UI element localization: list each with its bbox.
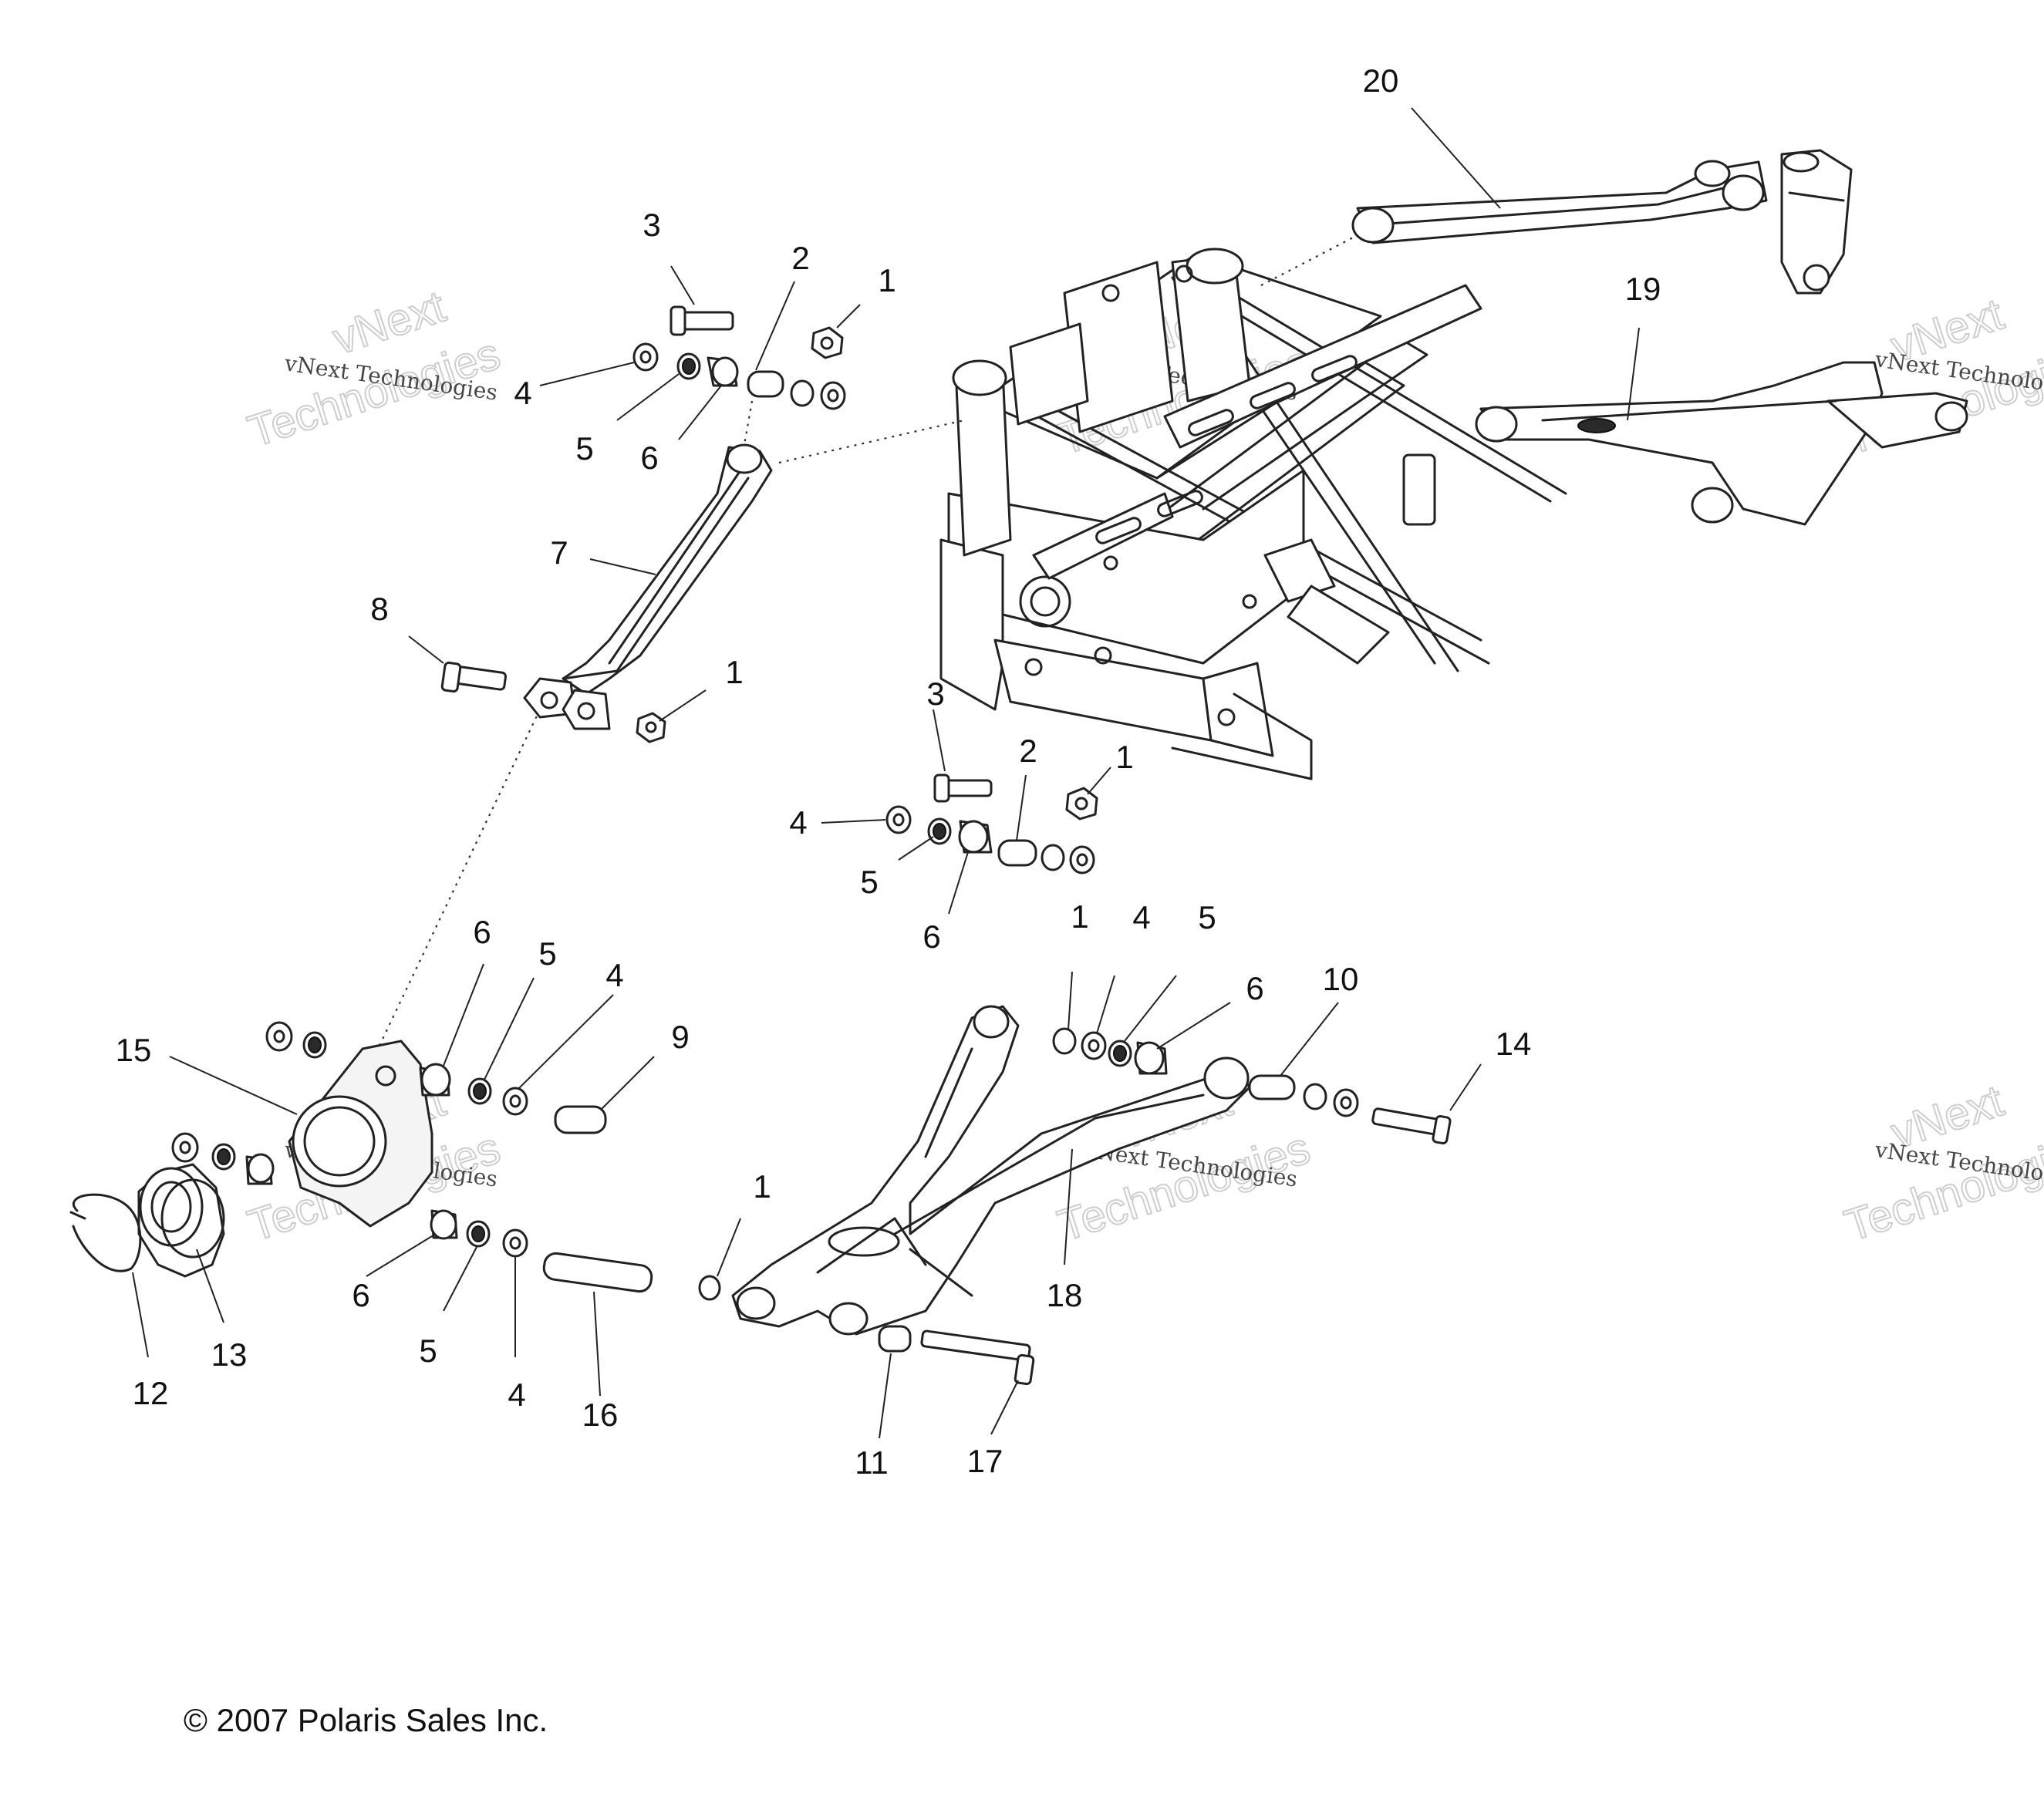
callout-1: 1 [878,262,896,298]
callout-5: 5 [419,1333,437,1369]
callout-5: 5 [1198,899,1216,935]
callout-1: 1 [1115,739,1133,775]
bolt-8 [440,661,508,693]
callout-6: 6 [922,918,940,955]
bearing-13 [137,1163,225,1278]
left-upper-washers [265,1021,607,1134]
callout-14: 14 [1496,1026,1532,1062]
part-20-upper-arm [1351,160,1768,244]
bushing-11 [878,1325,912,1353]
chassis-frame [939,248,1567,780]
callout-1: 1 [1071,898,1088,935]
callout-2: 2 [791,240,809,276]
callout-19: 19 [1625,271,1661,307]
callout-1: 1 [725,654,743,690]
watermark-right-bottom: vNext Technologies vNext Technologies [1838,1075,2044,1252]
callout-12: 12 [133,1375,169,1411]
callout-7: 7 [550,534,568,571]
upper-nut-1a [811,326,844,359]
mid-washers-4b-5b-6b [885,805,1095,874]
callout-15: 15 [116,1032,152,1068]
callout-6: 6 [1246,970,1263,1006]
upper-washers-4a-5a-6a [632,342,846,410]
callout-16: 16 [582,1397,619,1433]
callout-4: 4 [514,375,531,411]
callout-5: 5 [860,864,878,900]
callout-4: 4 [605,957,623,993]
callout-8: 8 [370,591,388,627]
mid-nut-1c [1065,787,1098,821]
callout-6: 6 [640,440,658,476]
upper-bolt-3a [670,305,734,336]
callout-3: 3 [926,676,944,712]
part-15-knuckle [288,1040,433,1228]
watermark-left-top: vNext Technologies vNext Technologies [241,281,507,458]
callout-4: 4 [1132,899,1150,935]
callout-3: 3 [643,207,660,243]
bolt-14 [1371,1107,1452,1145]
callout-5: 5 [538,935,556,972]
part-18-a-arm [731,1005,1251,1336]
nut-1b [636,712,666,743]
copyright-text: © 2007 Polaris Sales Inc. [184,1702,548,1738]
part-19-arm [1475,361,1968,526]
callout-13: 13 [211,1336,248,1373]
callout-20: 20 [1363,62,1399,99]
callouts: 20 3 2 1 19 4 5 6 7 8 1 3 2 1 4 5 6 1 4 … [116,62,1661,1481]
callout-6: 6 [352,1277,369,1313]
left-lower-washers [171,1132,528,1258]
callout-1: 1 [753,1168,771,1205]
callout-18: 18 [1047,1277,1083,1313]
callout-5: 5 [575,430,593,467]
callout-4: 4 [508,1377,525,1413]
part-20-bracket [1780,149,1853,295]
callout-6: 6 [473,914,491,950]
callout-2: 2 [1019,733,1037,769]
callout-17: 17 [967,1443,1003,1479]
callout-11: 11 [855,1444,889,1481]
nut-1e [698,1275,721,1301]
pin-16 [542,1252,653,1293]
mid-bolt-3b [933,773,993,803]
part-7-link [523,443,773,730]
snap-ring-12 [69,1193,142,1272]
callout-9: 9 [671,1019,689,1055]
frame-slots [1095,355,1358,544]
callout-10: 10 [1323,961,1359,997]
bolt-17 [920,1329,1035,1386]
leader-lines [132,107,1640,1439]
callout-4: 4 [789,804,807,841]
